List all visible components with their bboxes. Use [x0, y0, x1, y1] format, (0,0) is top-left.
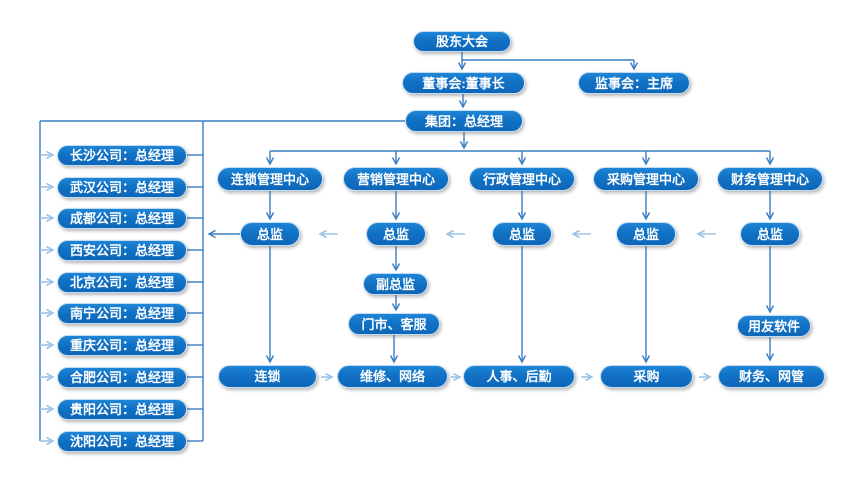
node-company-changsha: 长沙公司：总经理 [57, 145, 187, 166]
node-center-chain-management: 连锁管理中心 [217, 167, 323, 191]
node-director-chain: 总监 [240, 222, 300, 246]
node-stores-customer-service: 门市、客服 [348, 313, 440, 335]
node-company-guiyang: 贵阳公司：总经理 [57, 399, 187, 420]
node-shareholders-meeting: 股东大会 [413, 31, 511, 52]
node-dept-purchasing: 采购 [600, 365, 693, 388]
node-dept-hr-logistics: 人事、后勤 [463, 365, 575, 388]
node-center-purchasing-management: 采购管理中心 [593, 167, 699, 191]
node-center-admin-management: 行政管理中心 [469, 167, 575, 191]
node-company-xian: 西安公司：总经理 [57, 240, 187, 261]
node-board-chairman: 董事会:董事长 [402, 72, 525, 94]
node-company-hefei: 合肥公司：总经理 [57, 367, 187, 388]
node-center-finance-management: 财务管理中心 [717, 167, 823, 191]
node-center-marketing-management: 营销管理中心 [343, 167, 449, 191]
node-dept-chain: 连锁 [218, 365, 317, 388]
node-company-chongqing: 重庆公司：总经理 [57, 335, 187, 356]
node-company-shenyang: 沈阳公司：总经理 [57, 431, 187, 452]
node-yonyou-software: 用友软件 [737, 315, 811, 337]
node-director-admin: 总监 [492, 222, 552, 246]
node-director-finance: 总监 [740, 222, 800, 246]
node-director-purchasing: 总监 [616, 222, 676, 246]
node-supervisory-board: 监事会：主席 [578, 72, 690, 94]
node-company-chengdu: 成都公司：总经理 [57, 208, 187, 229]
node-company-wuhan: 武汉公司：总经理 [57, 177, 187, 198]
node-director-marketing: 总监 [366, 222, 426, 246]
node-company-nanning: 南宁公司：总经理 [57, 303, 187, 324]
node-dept-repair-network: 维修、网络 [337, 365, 448, 388]
node-dept-finance-network: 财务、网管 [718, 365, 825, 388]
node-deputy-director: 副总监 [363, 273, 428, 295]
node-company-beijing: 北京公司：总经理 [57, 272, 187, 293]
node-group-general-manager: 集团：总经理 [405, 110, 523, 132]
